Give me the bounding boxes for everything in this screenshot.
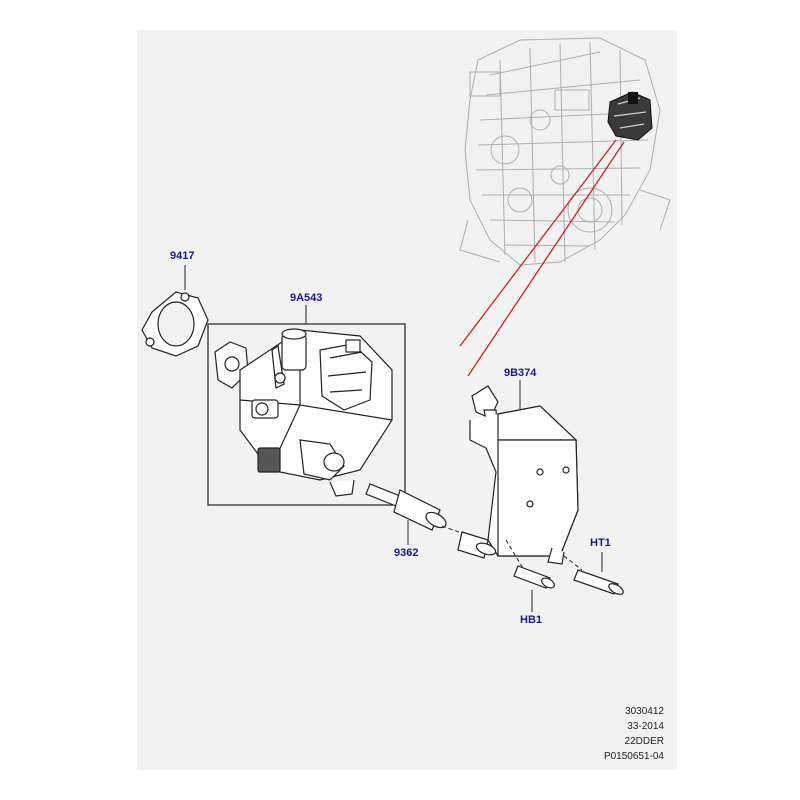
engine-pump-highlight — [607, 91, 653, 141]
reference-number: 3030412 — [625, 706, 664, 717]
label-HB1: HB1 — [520, 614, 543, 626]
label-9362: 9362 — [394, 547, 419, 559]
bolt-HB1 — [505, 539, 555, 612]
pump-callout-box — [207, 323, 406, 506]
reference-illustration-id: P0150651-04 — [603, 751, 664, 762]
label-9417: 9417 — [170, 250, 195, 262]
fuel-pump-9A543 — [207, 305, 406, 506]
bracket-9B374 — [457, 380, 579, 565]
stud-9362 — [365, 483, 471, 545]
engine-overview — [459, 37, 671, 266]
gasket-9417 — [141, 265, 209, 357]
label-9B374: 9B374 — [504, 367, 537, 379]
reference-section: 33-2014 — [627, 721, 664, 732]
red-leader-lines — [459, 139, 625, 377]
label-9A543: 9A543 — [290, 292, 323, 304]
reference-engine-code: 22DDER — [624, 736, 664, 747]
label-HT1: HT1 — [590, 537, 611, 549]
diagram-background — [137, 30, 677, 770]
bolt-HT1 — [563, 552, 624, 595]
